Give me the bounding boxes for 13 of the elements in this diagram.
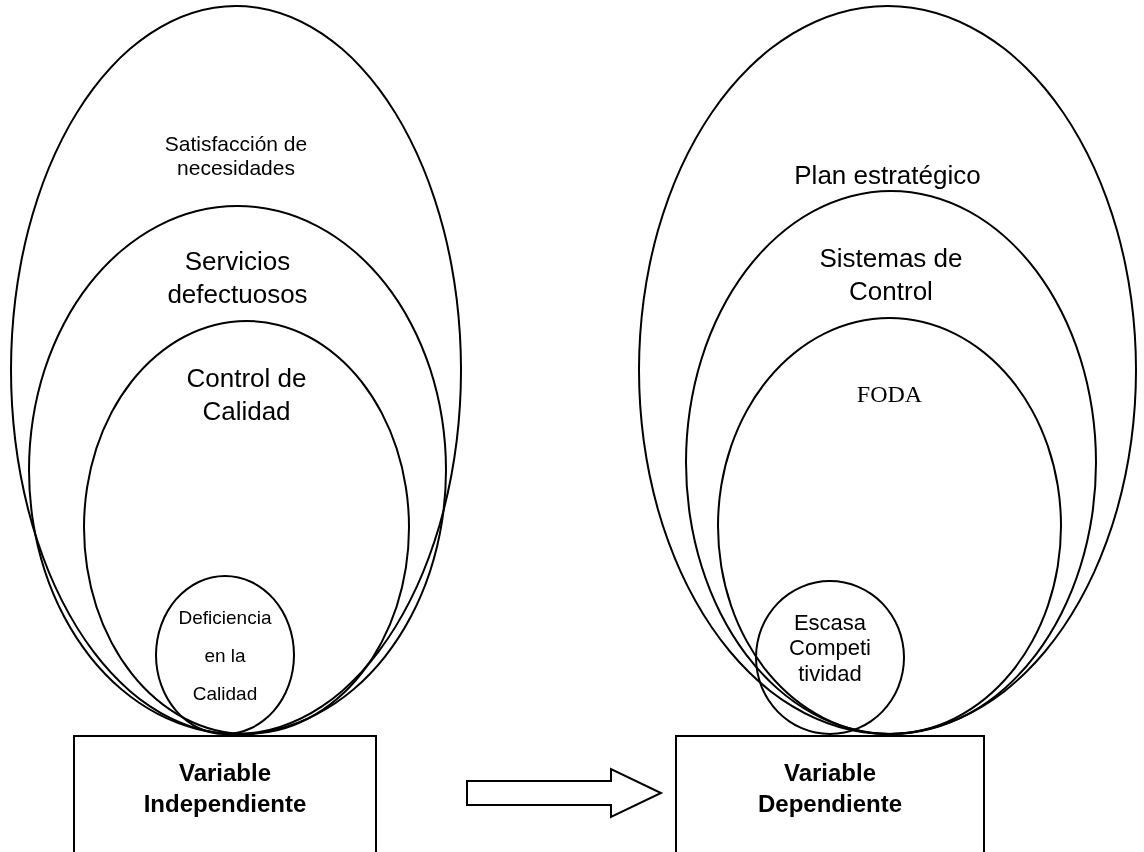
variable-box bbox=[675, 735, 985, 852]
variable-box bbox=[73, 735, 377, 852]
ellipse-label: Deficiencia en la Calidad bbox=[177, 606, 273, 706]
ellipse-label: Control de Calidad bbox=[185, 362, 308, 427]
ellipse-label: FODA bbox=[855, 380, 924, 409]
ellipse-label: Escasa Competi tividad bbox=[788, 610, 872, 686]
block-arrow bbox=[466, 767, 664, 819]
ellipse-label: Sistemas de Control bbox=[818, 242, 964, 307]
box-label: Variable Dependiente bbox=[757, 758, 903, 820]
box-label: Variable Independiente bbox=[142, 758, 308, 820]
ellipse-label: Satisfacción de necesidades bbox=[163, 132, 309, 181]
ellipse-label: Plan estratégico bbox=[793, 159, 982, 192]
ellipse-label: Servicios defectuosos bbox=[166, 245, 309, 310]
